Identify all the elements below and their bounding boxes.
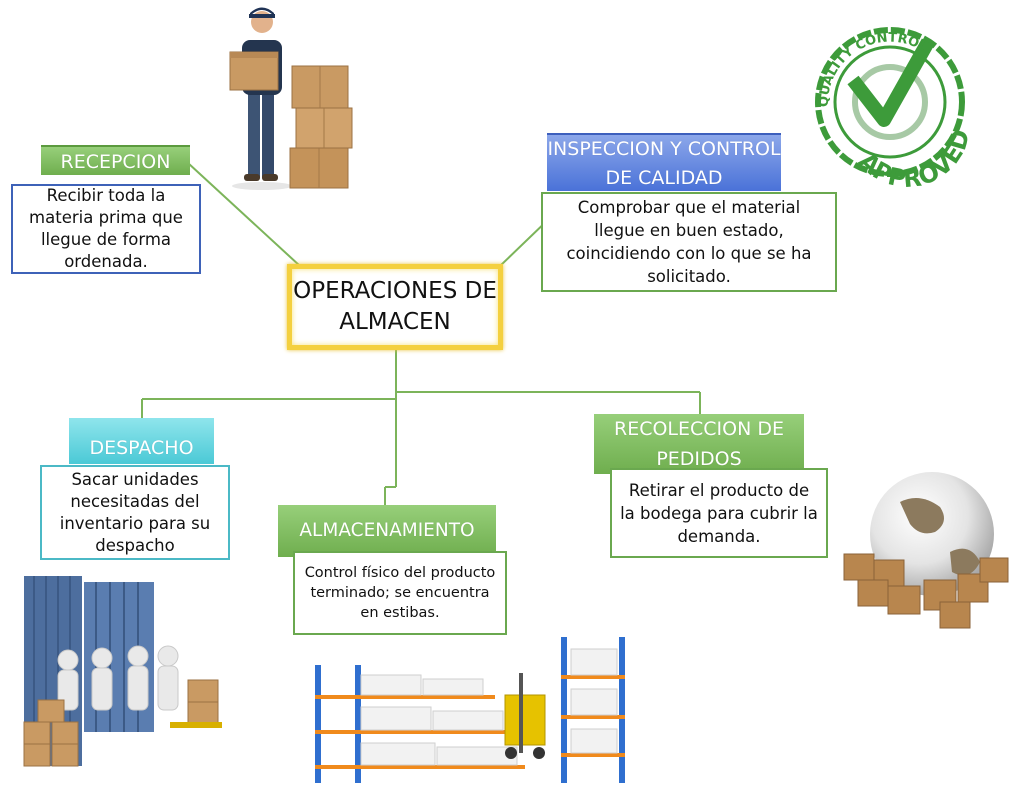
svg-text:APPROVED: APPROVED	[853, 126, 975, 187]
recepcion-header: RECEPCION	[41, 145, 190, 175]
almacenamiento-text: Control físico del producto terminado; s…	[304, 565, 496, 621]
despacho-label: DESPACHO	[89, 437, 194, 459]
quality-approved-stamp-image: QUALITY CONTROL APPROVED	[815, 27, 976, 187]
almacenamiento-header: ALMACENAMIENTO	[278, 505, 496, 557]
almacenamiento-label: ALMACENAMIENTO	[299, 520, 475, 541]
recepcion-text: Recibir toda la materia prima que llegue…	[29, 186, 183, 271]
inspeccion-box: Comprobar que el material llegue en buen…	[541, 192, 837, 292]
despacho-header: DESPACHO	[69, 418, 214, 464]
inspeccion-label: INSPECCION Y CONTROL DE CALIDAD	[547, 138, 781, 189]
recepcion-label: RECEPCION	[60, 151, 171, 173]
central-node: OPERACIONES DE ALMACEN	[287, 264, 503, 350]
recoleccion-box: Retirar el producto de la bodega para cu…	[610, 468, 828, 558]
recoleccion-text: Retirar el producto de la bodega para cu…	[620, 480, 818, 546]
stamp-main-text: APPROVED	[853, 126, 975, 187]
recoleccion-label: RECOLECCION DE PEDIDOS	[614, 418, 784, 470]
inspeccion-text: Comprobar que el material llegue en buen…	[566, 198, 812, 286]
almacenamiento-box: Control físico del producto terminado; s…	[293, 551, 507, 635]
recepcion-box: Recibir toda la materia prima que llegue…	[11, 184, 201, 274]
despacho-box: Sacar unidades necesitadas del inventari…	[40, 465, 230, 560]
delivery-man-image	[229, 7, 353, 190]
central-title: OPERACIONES DE ALMACEN	[293, 278, 497, 335]
globe-boxes-image	[843, 472, 1009, 629]
shipping-container-image	[23, 576, 222, 767]
warehouse-racks-image	[315, 637, 625, 783]
inspeccion-header: INSPECCION Y CONTROL DE CALIDAD	[547, 133, 781, 191]
despacho-text: Sacar unidades necesitadas del inventari…	[59, 469, 211, 555]
recoleccion-header: RECOLECCION DE PEDIDOS	[594, 414, 804, 474]
